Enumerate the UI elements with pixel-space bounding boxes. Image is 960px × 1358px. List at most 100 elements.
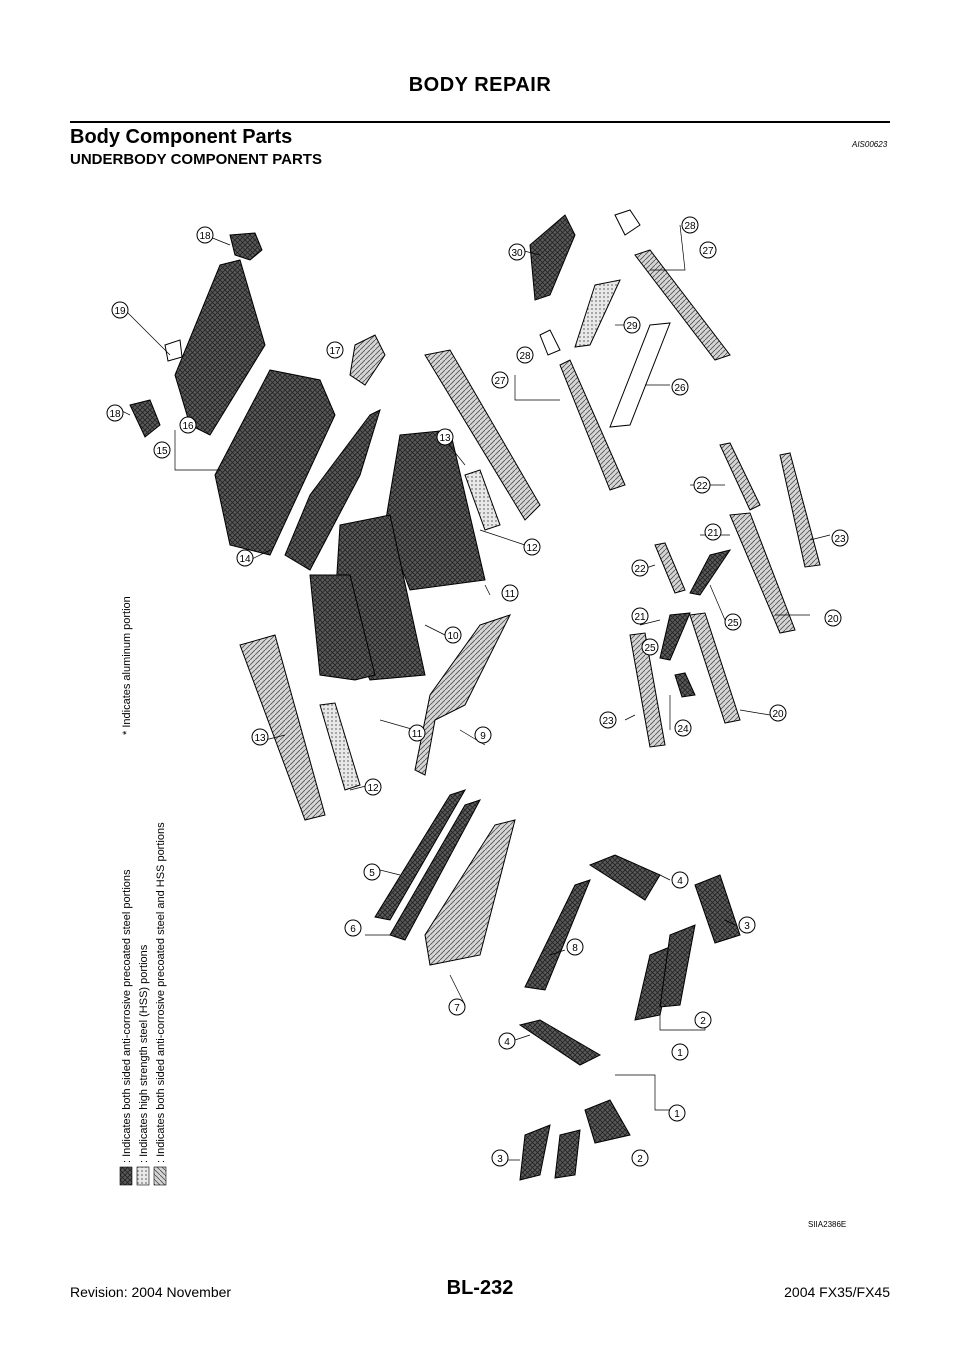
svg-text:1: 1 [677,1048,683,1059]
svg-text:27: 27 [494,376,506,387]
svg-text:2: 2 [700,1016,706,1027]
svg-text:23: 23 [602,716,614,727]
callout: 2 [631,1149,649,1167]
callout: 3 [491,1149,509,1167]
svg-text:14: 14 [239,554,251,565]
callout: 12 [364,778,382,796]
callout: 19 [111,301,129,319]
callout: 16 [179,416,197,434]
callout: 17 [326,341,344,359]
callout: 21 [631,607,649,625]
callout: 13 [436,428,454,446]
svg-text:3: 3 [744,921,750,932]
svg-text:26: 26 [674,383,686,394]
callout: 21 [704,523,722,541]
legend-item-diagonal: : Indicates both sided anti-corrosive pr… [153,822,167,1186]
svg-text:18: 18 [109,409,121,420]
callout: 11 [501,584,519,602]
svg-text:27: 27 [702,246,714,257]
callout: 8 [566,938,584,956]
svg-text:25: 25 [644,643,656,654]
callout: 29 [623,316,641,334]
svg-text:5: 5 [369,868,375,879]
svg-text:15: 15 [156,446,168,457]
callout: 5 [363,863,381,881]
legend-note: * Indicates aluminum portion [121,596,133,735]
legend-item-dots: : Indicates high strength steel (HSS) po… [136,944,150,1186]
svg-text:12: 12 [526,543,538,554]
callout: 14 [236,549,254,567]
svg-text:2: 2 [637,1154,643,1165]
svg-text:16: 16 [182,421,194,432]
svg-text:12: 12 [367,783,379,794]
svg-text:11: 11 [412,729,423,740]
svg-text:4: 4 [677,876,683,887]
svg-text:13: 13 [254,733,266,744]
callout: 2 [694,1011,712,1029]
svg-text:8: 8 [572,943,578,954]
legend-item-crosshatch: : Indicates both sided anti-corrosive pr… [119,869,133,1186]
body-parts [129,209,821,1181]
svg-text:13: 13 [439,433,451,444]
callout: 25 [724,613,742,631]
svg-text:1: 1 [674,1109,680,1120]
svg-text:24: 24 [677,724,689,735]
svg-text:20: 20 [827,614,839,625]
svg-text:29: 29 [626,321,638,332]
legend-text: : Indicates both sided anti-corrosive pr… [155,822,167,1163]
callout: 20 [824,609,842,627]
section-ref-code: AIS00623 [852,140,888,149]
footer-model: 2004 FX35/FX45 [784,1284,890,1300]
callout: 24 [674,719,692,737]
callout: 18 [106,404,124,422]
svg-text:10: 10 [447,631,459,642]
callout: 4 [498,1032,516,1050]
svg-text:22: 22 [634,564,646,575]
callout: 1 [668,1104,686,1122]
callout: 27 [699,241,717,259]
callout: 25 [641,638,659,656]
callout: 30 [508,243,526,261]
svg-text:22: 22 [696,481,708,492]
svg-text:28: 28 [684,221,696,232]
diagram-code: SIIA2386E [808,1220,847,1229]
svg-text:3: 3 [497,1154,503,1165]
callout: 7 [448,998,466,1016]
callout: 23 [599,711,617,729]
callout: 22 [631,559,649,577]
callout: 20 [769,704,787,722]
callout: 18 [196,226,214,244]
callout: 13 [251,728,269,746]
svg-text:7: 7 [454,1003,460,1014]
footer-revision: Revision: 2004 November [70,1284,232,1300]
svg-text:18: 18 [199,231,211,242]
svg-text:23: 23 [834,534,846,545]
svg-text:28: 28 [519,351,531,362]
svg-text:17: 17 [329,346,341,357]
callouts: 18 19 18 16 15 17 14 13 12 11 10 9 13 12… [106,216,849,1167]
underbody-exploded-diagram: : Indicates both sided anti-corrosive pr… [106,209,849,1186]
callout: 12 [523,538,541,556]
callout: 15 [153,441,171,459]
svg-text:11: 11 [505,589,516,600]
svg-text:9: 9 [480,731,486,742]
callout: 10 [444,626,462,644]
callout: 27 [491,371,509,389]
callout: 6 [344,919,362,937]
svg-text:19: 19 [114,306,126,317]
callout: 9 [474,726,492,744]
callout: 22 [693,476,711,494]
footer-page-number: BL-232 [446,1277,514,1299]
callout: 4 [671,871,689,889]
callout: 3 [738,916,756,934]
section-title: Body Component Parts [70,126,293,148]
callout: 26 [671,378,689,396]
svg-text:20: 20 [772,709,784,720]
header-rule [70,121,890,123]
callout: 11 [408,724,426,742]
callout: 28 [516,346,534,364]
svg-text:30: 30 [511,248,523,259]
callout: 1 [671,1043,689,1061]
svg-text:4: 4 [504,1037,510,1048]
callout: 28 [681,216,699,234]
